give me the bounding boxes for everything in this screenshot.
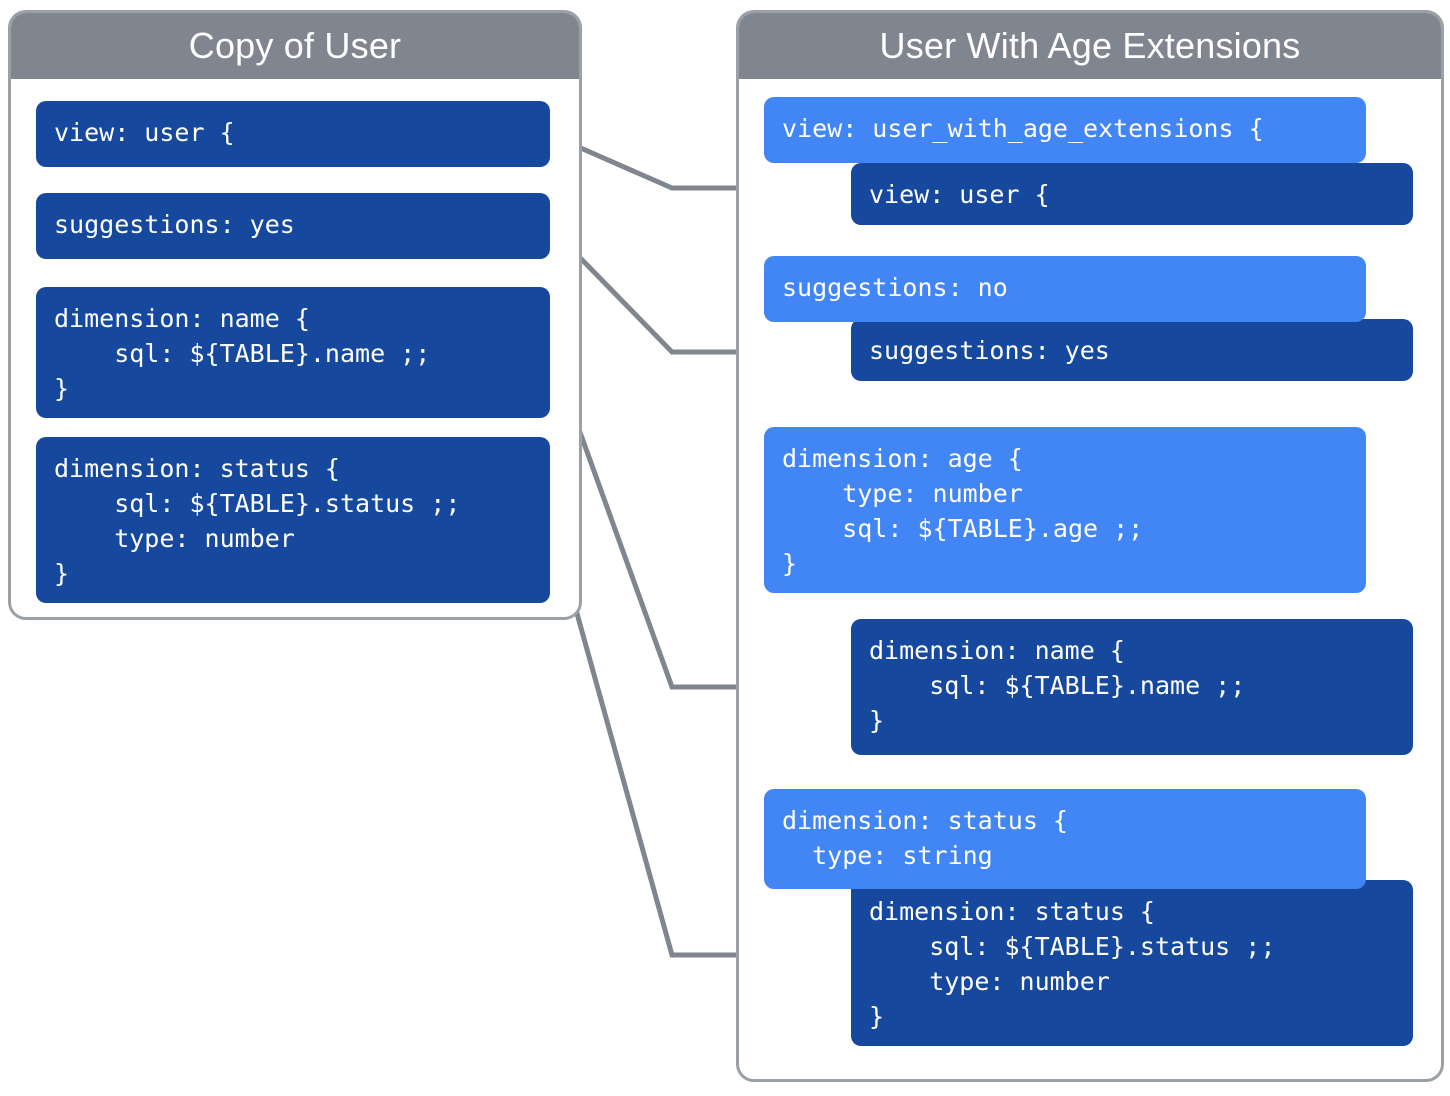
view-block[interactable]: view: user {: [36, 101, 550, 167]
dimension-name-inherited-block[interactable]: dimension: name { sql: ${TABLE}.name ;; …: [851, 619, 1413, 755]
view-extension-block[interactable]: view: user_with_age_extensions {: [764, 97, 1366, 163]
suggestions-override-block[interactable]: suggestions: no: [764, 256, 1366, 322]
dimension-status-inherited-block[interactable]: dimension: status { sql: ${TABLE}.status…: [851, 880, 1413, 1046]
panel-right-header: User With Age Extensions: [739, 13, 1441, 79]
dimension-status-override-block[interactable]: dimension: status { type: string: [764, 789, 1366, 889]
suggestions-inherited-block[interactable]: suggestions: yes: [851, 319, 1413, 381]
dimension-age-block[interactable]: dimension: age { type: number sql: ${TAB…: [764, 427, 1366, 593]
suggestions-block[interactable]: suggestions: yes: [36, 193, 550, 259]
dimension-status-block[interactable]: dimension: status { sql: ${TABLE}.status…: [36, 437, 550, 603]
dimension-name-block[interactable]: dimension: name { sql: ${TABLE}.name ;; …: [36, 287, 550, 418]
panel-left-header: Copy of User: [11, 13, 579, 79]
view-inherited-block[interactable]: view: user {: [851, 163, 1413, 225]
panel-right-title: User With Age Extensions: [879, 25, 1301, 66]
panel-left-title: Copy of User: [188, 25, 402, 66]
